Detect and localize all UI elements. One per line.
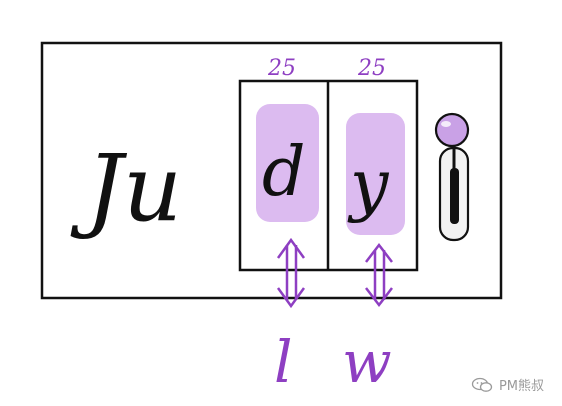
reel-2: y 25 w [342, 56, 405, 396]
watermark-text: PM熊叔 [498, 379, 544, 394]
reel-1-letter: d [262, 133, 306, 212]
reel-1-highlight [256, 104, 319, 222]
machine-frame [40, 41, 503, 300]
lever[interactable] [434, 112, 470, 242]
reel-2-letter: y [347, 146, 390, 225]
reel-1-double-arrow [276, 237, 306, 309]
reel-2-highlight [346, 113, 405, 235]
fixed-letters: Ju [70, 135, 182, 242]
reel-2-count: 25 [357, 56, 386, 81]
reel-1-count: 25 [267, 56, 296, 81]
reel-2-selected: w [342, 328, 392, 396]
wechat-bubble-icon [471, 377, 493, 392]
watermark: PM熊叔 [471, 375, 544, 394]
reel-1-selected: l [274, 328, 293, 396]
reel-2-double-arrow [365, 242, 393, 308]
lever-knob[interactable] [434, 112, 470, 148]
reel-1: d 25 l [256, 56, 319, 396]
